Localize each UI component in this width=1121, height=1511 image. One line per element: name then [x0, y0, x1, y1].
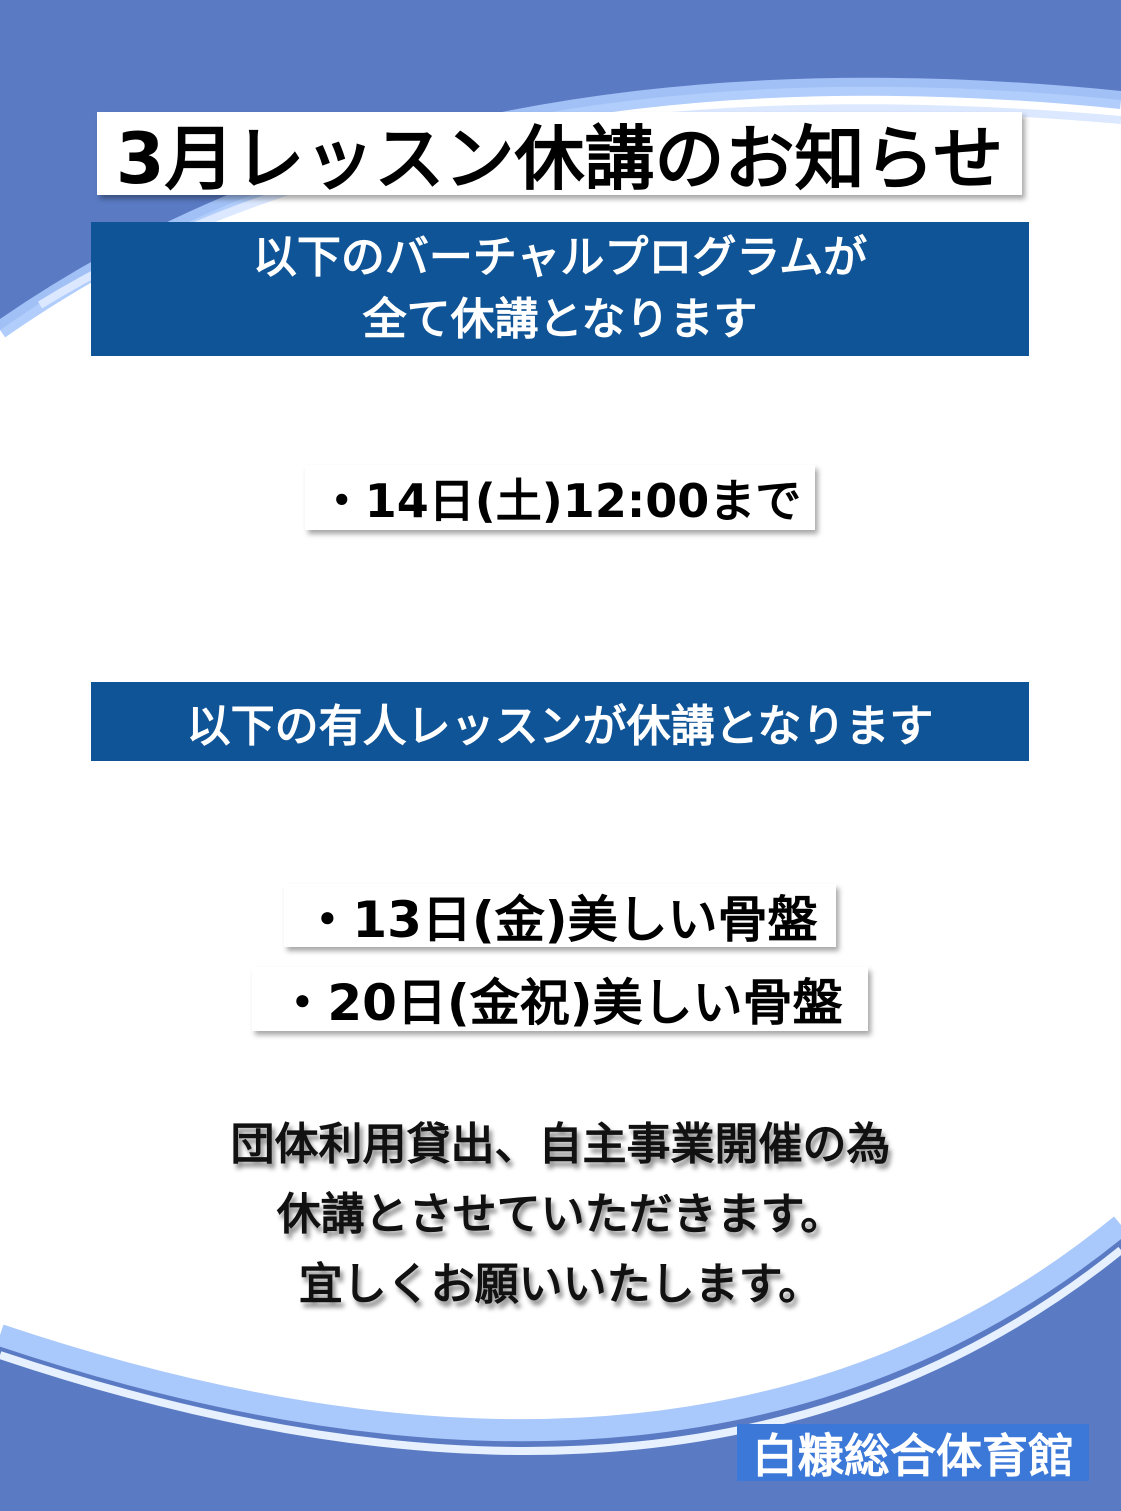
- live-item: ・13日(金)美しい骨盤: [284, 884, 836, 949]
- virtual-notice-line1: 以下のバーチャルプログラムが: [252, 232, 868, 283]
- virtual-notice-banner: 以下のバーチャルプログラムが 全て休講となります: [91, 222, 1029, 356]
- message-line3: 宜しくお願いいたします。: [298, 1259, 823, 1310]
- message-line2: 休講とさせていただきます。: [276, 1189, 845, 1240]
- footer-organization: 白糠総合体育館: [737, 1424, 1089, 1483]
- live-notice-banner: 以下の有人レッスンが休講となります: [91, 682, 1029, 761]
- page-title: 3月レッスン休講のお知らせ: [97, 112, 1022, 200]
- live-item: ・20日(金祝)美しい骨盤: [252, 967, 868, 1032]
- message-line1: 団体利用貸出、自主事業開催の為: [230, 1119, 891, 1170]
- virtual-date: ・14日(土)12:00まで: [305, 465, 815, 530]
- virtual-notice-line2: 全て休講となります: [362, 294, 758, 345]
